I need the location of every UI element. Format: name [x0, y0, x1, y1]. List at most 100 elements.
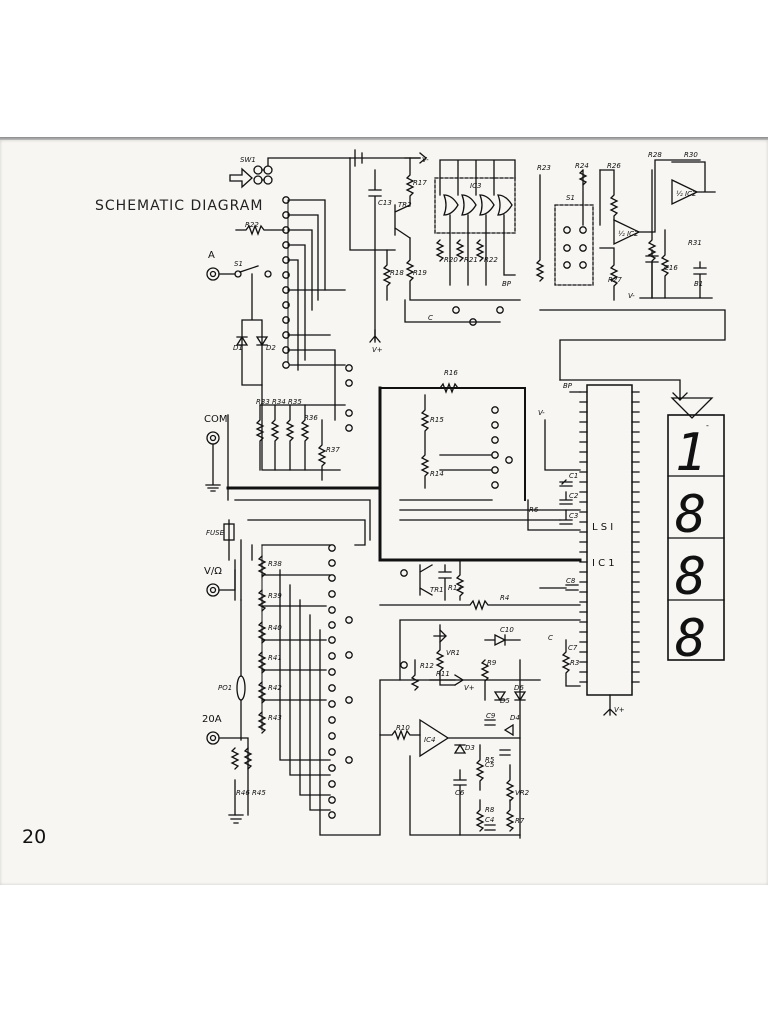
switch-contact — [345, 409, 353, 417]
label-r4: R4 — [500, 594, 509, 602]
switch-contact — [345, 364, 353, 372]
label-tr1: TR1 — [430, 586, 444, 594]
input-section — [205, 157, 351, 824]
resistor-r10 — [379, 729, 421, 741]
label-r34: R34 — [272, 398, 286, 406]
switch-contact — [328, 652, 336, 660]
sw1-contact — [253, 165, 263, 175]
switch-contact — [282, 226, 290, 234]
switch-contact — [328, 590, 336, 598]
opamp-ic2b — [671, 178, 699, 206]
range-switch-upper — [261, 196, 346, 471]
label-c6: C6 — [455, 789, 465, 797]
label-c13: C13 — [378, 199, 392, 207]
vplus-arrow — [429, 674, 465, 686]
display-drive-arrow — [559, 379, 688, 401]
capacitor-c5-vr2 — [499, 749, 515, 802]
page-top-edge — [0, 137, 768, 141]
resistor-r19 — [405, 237, 521, 301]
capacitor-c8 — [539, 584, 579, 591]
capacitor-c16 — [645, 249, 659, 299]
range-switch-lower — [234, 499, 541, 836]
resistor-r21 — [455, 239, 465, 262]
switch-contact — [345, 616, 353, 624]
vr1-wire — [399, 619, 581, 686]
capacitor-c9-diode-d4 — [484, 719, 514, 737]
label-r45: R45 — [252, 789, 266, 797]
vplus-arrow — [603, 694, 617, 716]
switch-contact — [282, 211, 290, 219]
label-r18: R18 — [390, 269, 404, 277]
opamp-ic2a — [613, 218, 641, 246]
capacitor-c11 — [438, 564, 452, 601]
switch-contact — [282, 331, 290, 339]
mid-section — [379, 382, 581, 691]
switch-contact — [345, 696, 353, 704]
resistor-r20 — [435, 239, 445, 262]
capacitor-c4 — [484, 824, 496, 831]
label-d4: D4 — [510, 714, 520, 722]
label-lsi: L S I — [592, 522, 613, 533]
s1-box — [554, 204, 594, 286]
schematic-sheet — [0, 140, 768, 885]
switch-arrow-icon — [229, 167, 253, 189]
lcd-digit-4: 8 — [675, 609, 706, 669]
label-r38: R38 — [268, 560, 282, 568]
resistor-r38 — [257, 555, 267, 578]
label-ic4: IC4 — [424, 736, 435, 744]
wire — [539, 309, 726, 381]
switch-contact — [328, 559, 336, 567]
label-b1: B1 — [694, 280, 703, 288]
switch-contact — [345, 756, 353, 764]
label-c-top: C — [428, 314, 433, 322]
switch-wiring — [289, 289, 346, 421]
ic3-box — [434, 177, 516, 234]
label-poi: PO1 — [218, 684, 232, 692]
resistor-r27 — [599, 247, 619, 301]
switch-wiring — [279, 569, 541, 836]
switch-contact — [452, 306, 460, 314]
diode-d1-icon — [235, 335, 249, 346]
ic3-wire — [449, 214, 516, 286]
resistor-r46 — [230, 747, 240, 770]
resistor-r13 — [455, 559, 465, 601]
switch-contact — [496, 306, 504, 314]
label-c4: C4 — [485, 816, 494, 824]
lcd-digits: 1 8 8 8 - — [675, 421, 709, 669]
label-r27: R27 — [608, 276, 622, 284]
switch-contact — [282, 316, 290, 324]
resistor-r9 — [480, 659, 490, 701]
switch-contact — [328, 716, 336, 724]
terminal-a — [206, 267, 220, 281]
terminal-com — [206, 431, 220, 445]
lcd-display — [667, 397, 725, 661]
reference-section — [535, 159, 726, 381]
diagram-title: SCHEMATIC DIAGRAM — [95, 198, 264, 214]
lcd-digit-1: 1 — [675, 423, 706, 483]
label-r30: R30 — [684, 151, 698, 159]
label-r21: R21 — [464, 256, 478, 264]
label-c8: C8 — [566, 577, 576, 585]
label-r24: R24 — [575, 162, 589, 170]
resistor-r5 — [475, 744, 485, 791]
sw1-contact — [253, 175, 263, 185]
shunt-wire — [218, 737, 249, 816]
transistor-tr1 — [419, 564, 433, 596]
resistor-r3 — [561, 639, 581, 687]
label-vplus-top: V+ — [372, 346, 383, 354]
resistor-r35 — [285, 404, 295, 471]
switch-contact — [328, 684, 336, 692]
ac-converter — [379, 659, 527, 839]
sw1-contact — [263, 165, 273, 175]
label-r39: R39 — [268, 592, 282, 600]
resistor-r33 — [255, 404, 265, 471]
resistor-r31 — [660, 229, 670, 299]
label-vplus-ic1: V+ — [614, 706, 625, 714]
sw1-wire — [261, 157, 351, 181]
resistor-r36 — [300, 404, 310, 471]
label-r37: R37 — [326, 446, 340, 454]
label-r41: R41 — [268, 654, 282, 662]
resistor-r39 — [257, 589, 267, 612]
resistor-r8 — [475, 799, 485, 832]
label-vminus-ic1: V- — [538, 409, 545, 417]
